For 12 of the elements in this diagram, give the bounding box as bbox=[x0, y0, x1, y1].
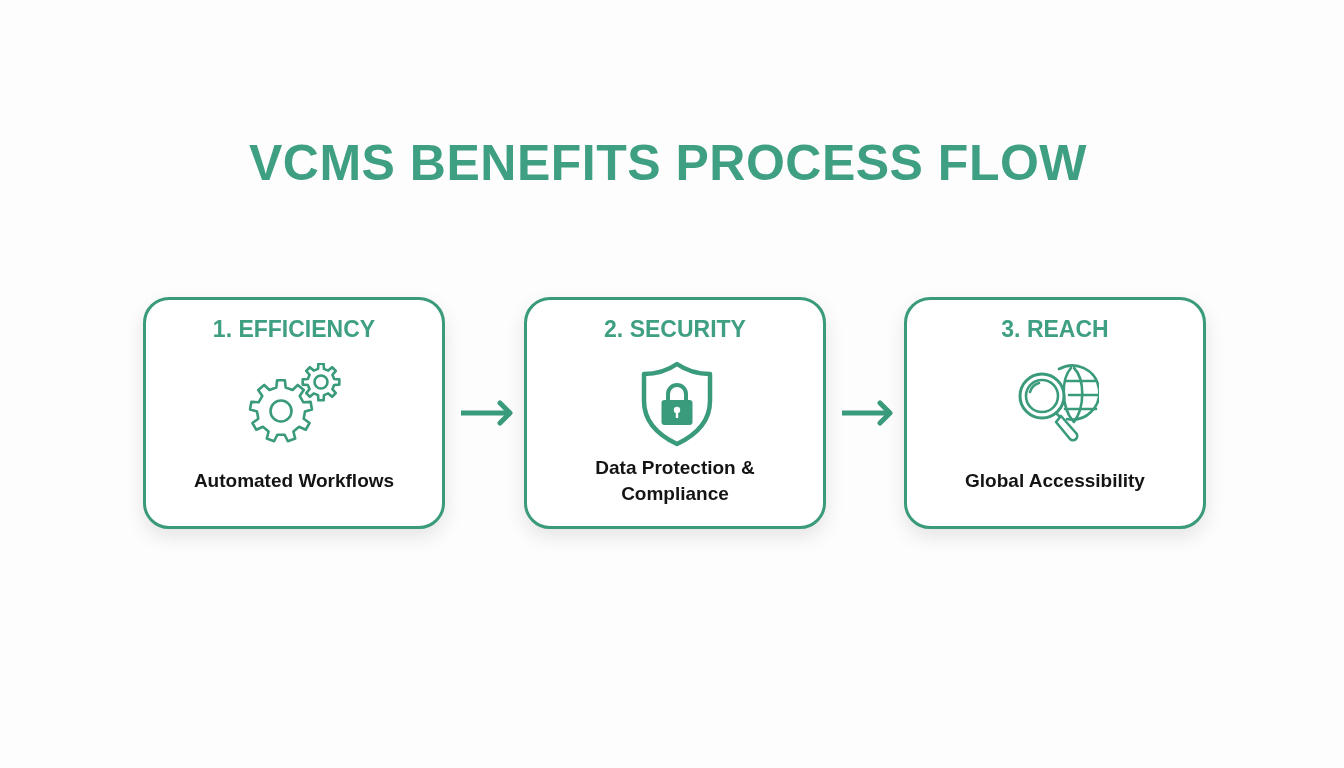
diagram-title: VCMS BENEFITS PROCESS FLOW bbox=[247, 134, 1089, 192]
step-description: Global Accessibility bbox=[965, 469, 1145, 493]
arrow bbox=[461, 400, 513, 426]
step-heading: 3. REACH bbox=[1000, 316, 1110, 343]
step-card bbox=[524, 297, 826, 529]
step-heading: 1. EFFICIENCY bbox=[211, 316, 377, 343]
step-heading: 2. SECURITY bbox=[603, 316, 747, 343]
arrow bbox=[842, 400, 893, 426]
step-description: Automated Workflows bbox=[193, 469, 395, 493]
step-card bbox=[904, 297, 1206, 529]
step-description: Data Protection & Compliance bbox=[594, 456, 756, 506]
step-card bbox=[143, 297, 445, 529]
